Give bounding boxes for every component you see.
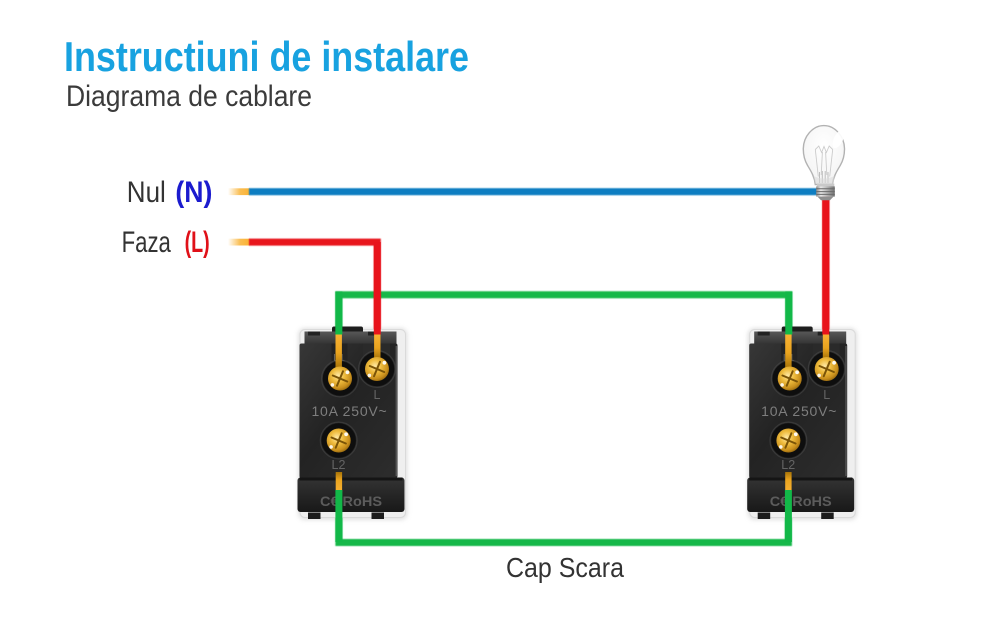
svg-text:(N): (N) xyxy=(175,176,212,209)
svg-text:Cap Scara: Cap Scara xyxy=(506,552,624,583)
svg-text:Nul: Nul xyxy=(127,176,166,209)
svg-text:(L): (L) xyxy=(185,226,210,259)
svg-text:Diagrama de cablare: Diagrama de cablare xyxy=(66,80,312,113)
svg-text:Faza: Faza xyxy=(122,226,172,259)
svg-text:Instructiuni de instalare: Instructiuni de instalare xyxy=(64,33,469,80)
